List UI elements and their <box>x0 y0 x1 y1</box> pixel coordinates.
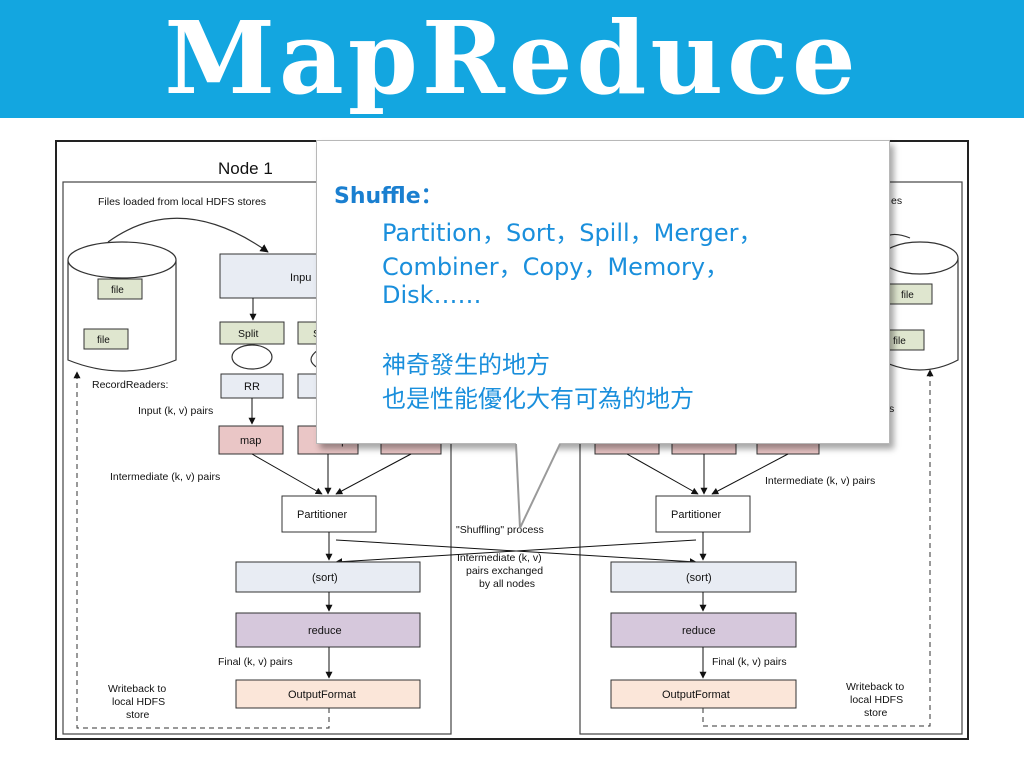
input-format-box <box>219 253 321 299</box>
load-arrow <box>107 217 269 253</box>
node1-container <box>62 181 452 735</box>
output-format-box <box>235 679 421 709</box>
slide-title: MapReduce <box>164 0 860 117</box>
output-format-box <box>610 679 797 709</box>
sort-box <box>235 561 421 593</box>
map-box <box>218 425 284 455</box>
loop-arrow <box>310 349 319 369</box>
split-box <box>219 321 285 345</box>
file-label: file <box>111 285 124 296</box>
node-title: Node 1 <box>218 159 273 178</box>
map-label: map <box>240 435 261 447</box>
rr-label: RR <box>244 381 260 393</box>
writeback-label: local HDFS <box>112 696 165 708</box>
callout-title: Shuffle： <box>334 184 443 209</box>
callout-line: Partition，Sort，Spill，Merger， <box>382 219 763 247</box>
writeback-label-right: local HDFS <box>850 694 903 706</box>
shuffle-arrow <box>335 539 697 566</box>
file-box <box>83 328 129 350</box>
callout-line: 神奇發生的地方 <box>382 351 550 379</box>
intermediate-pairs-label: Intermediate (k, v) pairs <box>110 471 220 483</box>
intermediate-pairs-label-right: Intermediate (k, v) pairs <box>765 475 875 487</box>
right-partial-label: s <box>889 403 894 415</box>
exchange-label: Intermediate (k, v) <box>457 552 542 564</box>
title-banner: MapReduce <box>0 0 1024 118</box>
arrow <box>251 453 323 495</box>
writeback-label-right: store <box>864 707 888 719</box>
partitioner-box <box>281 495 377 533</box>
final-pairs-label-right: Final (k, v) pairs <box>712 656 787 668</box>
writeback-label: Writeback to <box>108 683 166 695</box>
files-loaded-label: Files loaded from local HDFS stores <box>98 196 266 208</box>
writeback-arrow-right <box>702 369 934 727</box>
shuffling-process-label: "Shuffling" process <box>456 524 544 536</box>
file-box <box>97 278 143 300</box>
exchange-label: pairs exchanged <box>466 565 543 577</box>
partitioner-label: Partitioner <box>671 509 721 521</box>
callout-line: 也是性能優化大有可為的地方 <box>382 385 694 413</box>
files-loaded-label-right: es <box>891 195 902 207</box>
arrow <box>626 453 699 495</box>
callout-line: Disk…… <box>382 281 482 309</box>
partitioner-label: Partitioner <box>297 509 347 521</box>
loop-arrow <box>231 344 273 370</box>
split-label: Split <box>238 328 259 340</box>
record-readers-label: RecordReaders: <box>92 379 168 391</box>
shuffle-callout <box>316 140 890 444</box>
exchange-label: by all nodes <box>479 578 535 590</box>
writeback-arrow <box>73 371 330 729</box>
reduce-label: reduce <box>682 625 716 637</box>
final-pairs-label: Final (k, v) pairs <box>218 656 293 668</box>
reduce-label: reduce <box>308 625 342 637</box>
arrow <box>335 453 412 495</box>
file-label: file <box>901 290 914 301</box>
output-format-label: OutputFormat <box>662 689 730 701</box>
input-pairs-label: Input (k, v) pairs <box>138 405 213 417</box>
writeback-label: store <box>126 709 150 721</box>
arrow <box>711 453 789 495</box>
callout-line: Combiner，Copy，Memory， <box>382 253 730 281</box>
writeback-label-right: Writeback to <box>846 681 904 693</box>
rr-box <box>220 373 284 399</box>
file-label: file <box>893 336 906 347</box>
sort-label: (sort) <box>686 572 712 584</box>
sort-label: (sort) <box>312 572 338 584</box>
output-format-label: OutputFormat <box>288 689 356 701</box>
reduce-box <box>235 612 421 648</box>
input-format-label: Inpu <box>290 272 311 284</box>
file-label: file <box>97 335 110 346</box>
